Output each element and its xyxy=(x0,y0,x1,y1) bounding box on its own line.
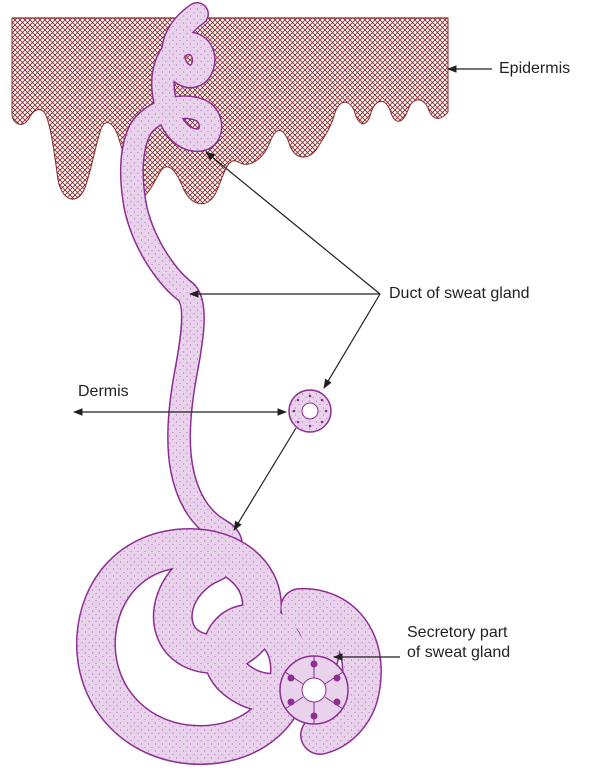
dermis-label: Dermis xyxy=(78,382,129,402)
secretory-label-line1: Secretory part xyxy=(407,623,510,643)
secretory-cross-section xyxy=(280,656,348,724)
duct-arrow-lower xyxy=(324,294,380,388)
epidermis-label: Epidermis xyxy=(499,59,570,79)
secretory-label-line2: of sweat gland xyxy=(407,643,510,663)
secretory-label: Secretory part of sweat gland xyxy=(407,623,510,663)
duct-label: Duct of sweat gland xyxy=(389,284,530,304)
cross-section-arrow xyxy=(234,428,296,530)
duct-cross-section xyxy=(289,390,331,432)
duct-arrow-upper xyxy=(206,152,380,294)
epidermis-layer xyxy=(12,18,448,204)
